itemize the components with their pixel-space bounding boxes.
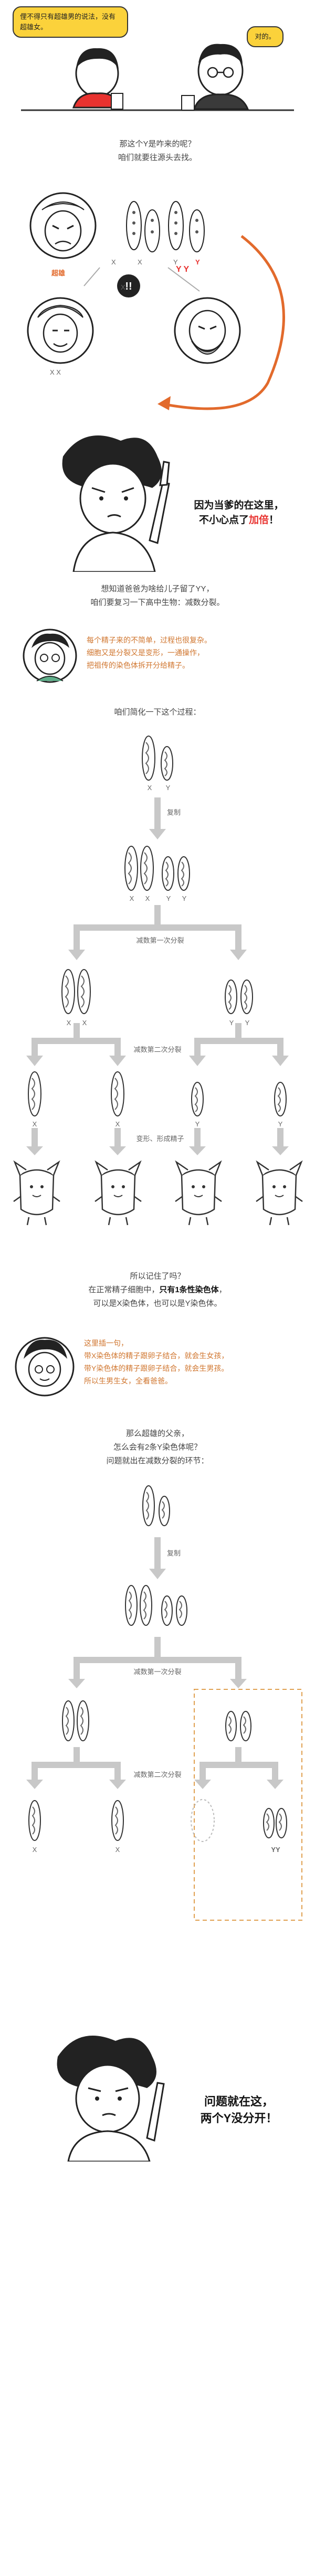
speech-bubble-right: 对的。 — [247, 26, 284, 47]
label-copied-x1: X — [129, 895, 134, 902]
speech-bubble-left: 俚不得只有超雄男的说法，没有超雄女。 — [13, 6, 128, 38]
note-line3: 带Y染色体的精子跟卵子结合，就会生男孩。 — [84, 1364, 229, 1372]
gene-label-x1: X — [111, 258, 116, 266]
meiosis-explanation: 每个精子来的不简单，过程也很复杂。 细胞又是分裂又是变形，一通操作， 把祖传的染… — [87, 634, 307, 672]
panel-insert-note: 这里插一句， 带X染色体的精子跟卵子结合，就会生女孩， 带Y染色体的精子跟卵子结… — [0, 1327, 315, 1406]
panel7-line3: 问题就出在减数分裂的环节： — [106, 1456, 209, 1465]
note-line1: 这里插一句， — [84, 1339, 128, 1347]
explain-line2: 细胞又是分裂又是变形，一通操作， — [87, 648, 204, 657]
panel-conclusion: 问题就在这， 两个Y没分开！ — [0, 2015, 315, 2162]
panel7-line1: 那么超雄的父亲， — [125, 1429, 189, 1438]
label-m2-x1: X — [32, 1120, 37, 1128]
meiosis-diagram: X Y 复制 X X Y Y 减数第一次分裂 X X Y Y 减数第二次分裂 X… — [0, 729, 315, 1259]
meiosis-svg — [13, 736, 303, 1226]
label-top-x: X — [147, 784, 152, 792]
label-x-single: X — [121, 283, 125, 291]
step-meiosis1: 减数第一次分裂 — [136, 936, 184, 944]
conversation-illustration — [21, 44, 294, 111]
step-copy: 复制 — [167, 808, 181, 816]
abnormal-meiosis-svg — [26, 1485, 302, 1921]
panel6-line3: 可以是X染色体，也可以是Y染色体。 — [93, 1299, 222, 1308]
note-line2: 带X染色体的精子跟卵子结合，就会生女孩， — [84, 1351, 229, 1360]
abnormal-step-copy: 复制 — [167, 1549, 181, 1557]
father-caption-line1: 因为当爹的在这里， — [194, 500, 284, 511]
father-caption-prefix: 不小心点了 — [198, 515, 249, 526]
label-m1-x2: X — [82, 1019, 87, 1027]
gene-label-y1: Y — [173, 258, 178, 266]
panel-source-diagram: !! Y Y 超雄 X X Y Y X X X — [0, 173, 315, 414]
conclusion-line2: 两个Y没分开！ — [200, 2112, 278, 2125]
abnormal-step-meiosis2: 减数第二次分裂 — [133, 1771, 182, 1779]
father-caption-suffix: ！ — [269, 515, 279, 526]
source-diagram: !! — [27, 192, 285, 410]
panel4-line1: 想知道爸爸为啥给儿子留了YY， — [101, 584, 214, 593]
conclusion-illustration — [57, 2036, 165, 2162]
panel2-text: 那这个Y是咋来的呢？ 咱们就要往源头去找。 — [0, 137, 315, 165]
explainer-avatar — [23, 629, 77, 683]
label-copied-y2: Y — [182, 895, 187, 902]
abnormal-step-meiosis1: 减数第一次分裂 — [133, 1668, 182, 1676]
label-copied-y1: Y — [166, 895, 171, 902]
gene-label-y2: Y — [195, 258, 200, 266]
father-caption-line2: 不小心点了加倍！ — [173, 513, 304, 528]
panel-conversation: 俚不得只有超雄男的说法，没有超雄女。 对的。 — [0, 0, 315, 126]
abnormal-meiosis-diagram: 复制 减数第一次分裂 减数第二次分裂 X X YY — [0, 1479, 315, 2015]
label-m1-y1: Y — [229, 1019, 234, 1027]
label-xx: X X — [50, 368, 61, 376]
father-pointing-illustration — [62, 435, 170, 572]
label-m1-x1: X — [66, 1019, 71, 1027]
svg-text:!!: !! — [125, 281, 132, 292]
abnormal-label-yy: YY — [271, 1846, 280, 1854]
label-m1-y2: Y — [245, 1019, 250, 1027]
panel6-line2-prefix: 在正常精子细胞中， — [88, 1285, 160, 1294]
panel7-text: 那么超雄的父亲， 怎么会有2条Y染色体呢？ 问题就出在减数分裂的环节： — [0, 1427, 315, 1468]
abnormal-label-x2: X — [115, 1846, 120, 1854]
label-m2-x2: X — [115, 1120, 120, 1128]
insert-note: 这里插一句， 带X染色体的精子跟卵子结合，就会生女孩， 带Y染色体的精子跟卵子结… — [84, 1337, 310, 1387]
explain-line1: 每个精子来的不简单，过程也很复杂。 — [87, 636, 212, 644]
gene-label-x2: X — [138, 258, 142, 266]
label-top-y: Y — [165, 784, 171, 792]
conclusion-caption: 问题就在这， 两个Y没分开！ — [168, 2093, 310, 2127]
father-caption-highlight: 加倍 — [248, 515, 269, 526]
panel4-line2: 咱们要复习一下高中生物：减数分裂。 — [90, 598, 225, 607]
panel7-line2: 怎么会有2条Y染色体呢？ — [113, 1443, 202, 1452]
panel6-line2-suffix: ， — [218, 1285, 227, 1294]
panel6-line2: 在正常精子细胞中，只有1条性染色体， — [0, 1283, 315, 1297]
panel2-line1: 那这个Y是咋来的呢？ — [119, 140, 196, 148]
narrator-avatar — [15, 1337, 75, 1397]
step-transform: 变形、形成精子 — [136, 1135, 184, 1143]
panel6-text: 所以记住了吗？ 在正常精子细胞中，只有1条性染色体， 可以是X染色体，也可以是Y… — [0, 1270, 315, 1311]
label-m2-y2: Y — [278, 1120, 283, 1128]
panel6-line1: 所以记住了吗？ — [130, 1272, 185, 1281]
note-line4: 所以生男生女，全看爸爸。 — [84, 1377, 172, 1385]
panel2-line2: 咱们就要往源头去找。 — [118, 153, 197, 162]
abnormal-label-x1: X — [32, 1846, 37, 1854]
label-copied-x2: X — [145, 895, 150, 902]
label-yy-red: Y Y — [176, 265, 190, 274]
panel6-line2-bold: 只有1条性染色体 — [159, 1285, 219, 1294]
panel-explain-meiosis: 每个精子来的不简单，过程也很复杂。 细胞又是分裂又是变形，一通操作， 把祖传的染… — [0, 619, 315, 693]
panel5-title: 咱们简化一下这个过程： — [114, 708, 201, 717]
father-caption: 因为当爹的在这里， 不小心点了加倍！ — [173, 498, 304, 528]
conclusion-line1: 问题就在这， — [204, 2095, 274, 2108]
label-m2-y1: Y — [195, 1120, 200, 1128]
panel-father-pointing: 因为当爹的在这里， 不小心点了加倍！ — [0, 420, 315, 572]
panel4-text: 想知道爸爸为啥给儿子留了YY， 咱们要复习一下高中生物：减数分裂。 — [0, 582, 315, 610]
step-meiosis2: 减数第二次分裂 — [133, 1046, 182, 1053]
label-supermale: 超雄 — [51, 269, 66, 277]
explain-line3: 把祖传的染色体拆开分给精子。 — [87, 661, 190, 669]
